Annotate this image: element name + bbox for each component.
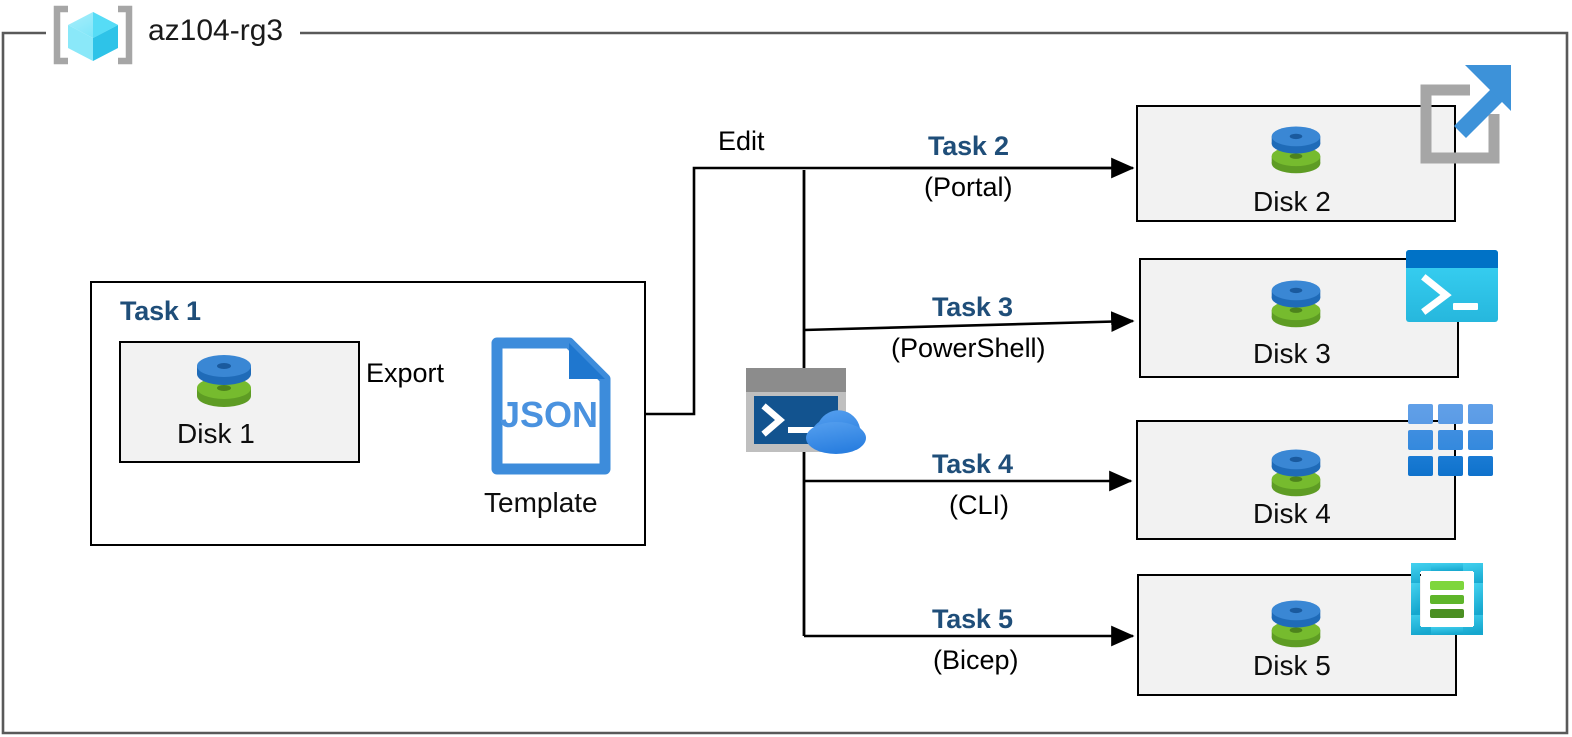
task5-sub: (Bicep) — [933, 645, 1019, 675]
bicep-icon — [1407, 559, 1487, 639]
task3-arrow — [803, 311, 1135, 332]
disk-stack-icon — [190, 350, 258, 410]
disk1-label: Disk 1 — [177, 418, 255, 449]
disk-stack-icon — [1265, 122, 1327, 176]
task5-header: Task 5 — [932, 604, 1013, 634]
task4-sub: (CLI) — [949, 490, 1009, 520]
resource-group-cube-icon — [48, 4, 138, 66]
disk5-label: Disk 5 — [1253, 650, 1331, 681]
resource-group-title: az104-rg3 — [148, 14, 284, 47]
task4-header: Task 4 — [932, 449, 1013, 479]
disk-stack-icon — [1265, 596, 1327, 650]
json-file-icon: JSON — [491, 337, 611, 475]
disk4-label: Disk 4 — [1253, 498, 1331, 529]
azure-portal-icon — [1408, 62, 1516, 172]
task1-header: Task 1 — [120, 296, 201, 326]
svg-text:JSON: JSON — [500, 394, 598, 435]
cloud-shell-icon — [744, 366, 866, 456]
disk-stack-icon — [1265, 445, 1327, 499]
powershell-icon — [1406, 250, 1498, 322]
task3-header: Task 3 — [932, 292, 1013, 322]
disk2-label: Disk 2 — [1253, 186, 1331, 217]
disk3-label: Disk 3 — [1253, 338, 1331, 369]
resource-group-container — [1, 31, 1569, 735]
edit-connector — [646, 166, 1128, 416]
azure-cli-grid-icon — [1408, 404, 1494, 476]
task2-sub: (Portal) — [924, 172, 1013, 202]
disk-stack-icon — [1265, 276, 1327, 330]
edit-label: Edit — [718, 126, 765, 156]
template-label: Template — [484, 487, 598, 518]
export-label: Export — [366, 358, 445, 388]
task2-header: Task 2 — [928, 131, 1009, 161]
task3-sub: (PowerShell) — [891, 333, 1046, 363]
